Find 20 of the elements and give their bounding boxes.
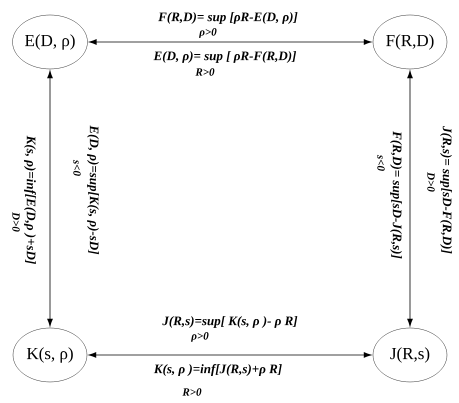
formula-label: E(D, ρ)=sup[K(s, ρ)-sD] (87, 125, 99, 254)
double-arrow (47, 70, 53, 326)
formula-label: E(D, ρ)= sup [ ρR-F(R,D)] (153, 51, 296, 63)
formula-label: F(R,D)= sup[sD-J(R,s)] (390, 131, 402, 258)
limit-label: s<0 (377, 154, 385, 171)
limit-label: D>0 (12, 212, 20, 232)
limit-label: s<0 (73, 160, 81, 176)
limit-label: ρ>0 (199, 28, 217, 38)
limit-label: R>0 (182, 388, 202, 396)
double-arrow (88, 352, 372, 358)
formula-label: K(s, ρ)=inf[E(D,ρ )+sD] (24, 136, 36, 264)
formula-label: F(R,D)= sup [ρR-E(D, ρ)] (158, 12, 298, 24)
limit-label: R>0 (195, 68, 214, 76)
formula-label: K(s, ρ )=inf[J(R,s)+ρ R] (154, 364, 282, 376)
limit-label: D>0 (427, 172, 435, 192)
double-arrow (407, 70, 413, 326)
double-arrow (89, 39, 372, 45)
limit-label: ρ>0 (191, 332, 209, 342)
formula-label: J(R,s)=sup[ K(s, ρ )- ρ R] (162, 316, 298, 328)
formula-label: J(R,s)= sup[sD-F(R,D)] (440, 126, 452, 254)
